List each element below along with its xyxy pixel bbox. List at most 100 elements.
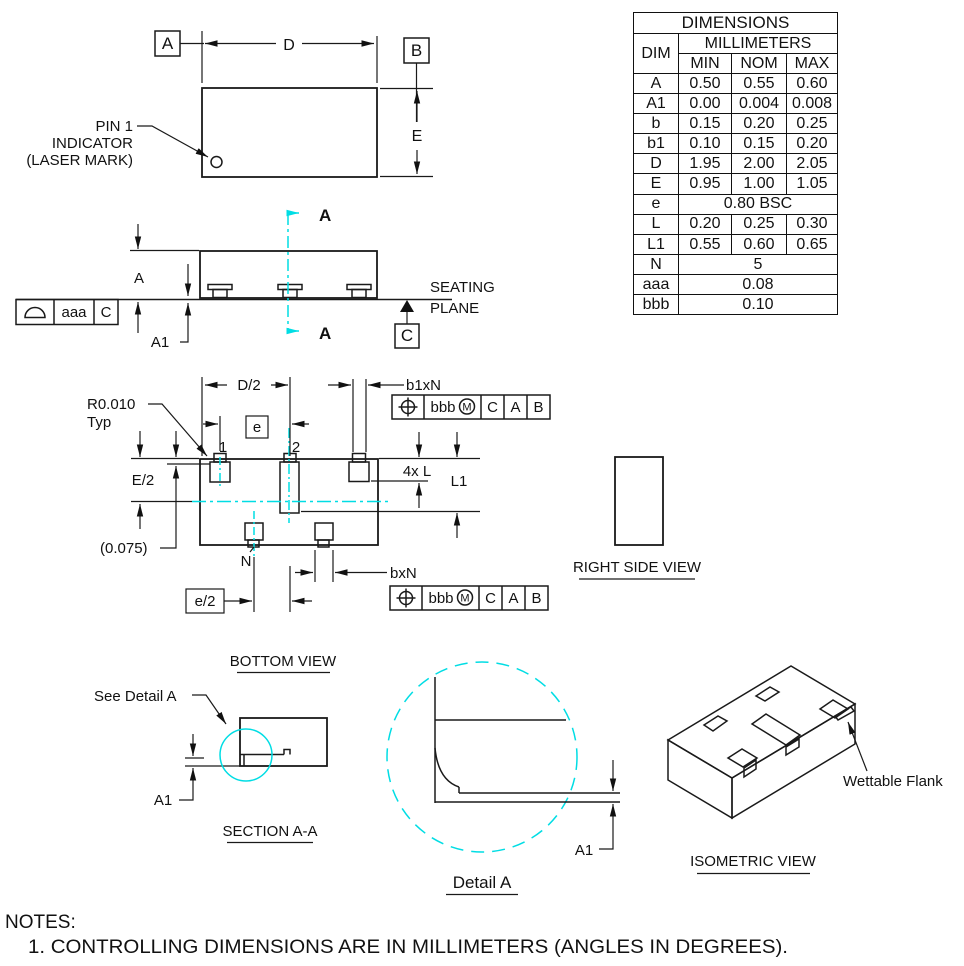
right-side-outline — [614, 456, 664, 546]
dim-a-label: A — [134, 270, 144, 287]
datum-c-box — [394, 323, 420, 349]
bottom-view: D/2 b1xN bbb M C A B R0.010 Ty — [87, 377, 551, 674]
span-cell: 0.10 — [678, 294, 838, 316]
ref-dim-label: (0.075) — [100, 540, 148, 557]
dim-cell: L1 — [633, 233, 679, 255]
position-symbol-icon — [398, 397, 418, 417]
detail-a-boundary-circle — [386, 661, 578, 853]
note-1: 1. CONTROLLING DIMENSIONS ARE IN MILLIME… — [28, 937, 788, 958]
dim-e-half-pitch-label: e/2 — [195, 593, 216, 610]
table-row: D 1.95 2.00 2.05 — [633, 153, 838, 175]
position-fcf-bottom: bbb M C A B — [389, 585, 549, 611]
fcf-datum-1: C — [487, 399, 498, 416]
pin-number-2: 2 — [292, 439, 300, 456]
pin1-indicator-mark — [210, 155, 223, 169]
max-cell: 0.60 — [786, 72, 838, 95]
dim-cell: N — [633, 253, 679, 275]
table-row: L 0.20 0.25 0.30 — [633, 213, 838, 235]
min-cell: 0.00 — [678, 93, 732, 115]
isometric-pads — [702, 686, 856, 779]
notes-heading: NOTES: — [5, 912, 76, 933]
dim-cell: L — [633, 213, 679, 235]
package-body-outline — [201, 87, 378, 178]
span-cell: 0.80 BSC — [678, 193, 838, 215]
fcf-tolerance: bbb — [428, 590, 453, 607]
right-side-view-title: RIGHT SIDE VIEW — [573, 559, 702, 576]
flatness-tolerance: aaa — [61, 304, 87, 321]
dim-cell: aaa — [633, 273, 679, 296]
detail-a-highlight-circle — [219, 728, 273, 782]
nom-cell: 0.004 — [731, 93, 787, 115]
pin1-callout-line3: (LASER MARK) — [26, 152, 133, 169]
dim-b1xn-label: b1xN — [406, 377, 441, 394]
table-row: L1 0.55 0.60 0.65 — [633, 233, 838, 255]
min-cell: 0.15 — [678, 113, 732, 135]
datum-c-triangle — [400, 300, 414, 312]
corner-radius-label-2: Typ — [87, 414, 111, 431]
table-title: DIMENSIONS — [633, 12, 838, 34]
min-cell: 1.95 — [678, 153, 732, 175]
max-cell: 1.05 — [786, 173, 838, 195]
side-view: aaa C A A1 C SEATING PLANE A A — [15, 206, 495, 351]
flatness-datum: C — [101, 304, 112, 321]
pin1-callout-line1: PIN 1 — [95, 118, 133, 135]
section-label-bottom: A — [319, 324, 331, 343]
table-units-header: MILLIMETERS — [678, 33, 838, 54]
fcf-datum-3: B — [533, 399, 543, 416]
dim-cell: A1 — [633, 93, 679, 115]
datum-b-label: B — [411, 41, 422, 60]
mmc-symbol-icon — [456, 589, 474, 606]
notes: NOTES: 1. CONTROLLING DIMENSIONS ARE IN … — [5, 912, 788, 958]
section-a-a-title: SECTION A-A — [222, 823, 317, 840]
max-cell: 0.30 — [786, 213, 838, 235]
nom-cell: 0.60 — [731, 233, 787, 255]
dim-e-half-label: E/2 — [132, 472, 155, 489]
dim-cell: A — [633, 72, 679, 95]
dim-a1-label: A1 — [154, 792, 172, 809]
corner-radius-label-1: R0.010 — [87, 396, 135, 413]
table-row: bbb 0.10 — [633, 294, 838, 316]
table-row: b 0.15 0.20 0.25 — [633, 113, 838, 135]
table-row: aaa 0.08 — [633, 273, 838, 296]
nom-cell: 0.25 — [731, 213, 787, 235]
wettable-flank-pad — [833, 706, 856, 721]
pin1-callout-line2: INDICATOR — [52, 135, 133, 152]
bottom-view-title: BOTTOM VIEW — [230, 653, 337, 670]
pitch-e-box — [245, 415, 269, 439]
max-cell: 0.65 — [786, 233, 838, 255]
isometric-view-title: ISOMETRIC VIEW — [690, 853, 817, 870]
position-symbol-icon — [396, 588, 416, 608]
table-col-max: MAX — [786, 53, 838, 74]
nom-cell: 0.15 — [731, 133, 787, 155]
position-fcf-top: bbb M C A B — [391, 394, 551, 420]
dim-cell: bbb — [633, 294, 679, 316]
right-side-view: RIGHT SIDE VIEW — [573, 456, 702, 580]
flatness-fcf: aaa C — [15, 298, 119, 326]
datum-c-label: C — [401, 326, 413, 345]
section-a-a-view: See Detail A A1 SECTION A-A — [94, 688, 328, 844]
dim-cell: b — [633, 113, 679, 135]
profile-surface-symbol-icon — [24, 306, 46, 319]
see-detail-a-label: See Detail A — [94, 688, 177, 705]
span-cell: 0.08 — [678, 273, 838, 296]
span-cell: 5 — [678, 253, 838, 275]
dim-d-half-label: D/2 — [237, 377, 260, 394]
mmc-symbol-letter: M — [462, 402, 471, 414]
dim-cell: e — [633, 193, 679, 215]
table-dim-header: DIM — [633, 33, 679, 74]
dim-cell: E — [633, 173, 679, 195]
max-cell: 2.05 — [786, 153, 838, 175]
dim-d-label: D — [283, 37, 295, 54]
mmc-symbol-icon — [458, 398, 476, 415]
fcf-tolerance: bbb — [430, 399, 455, 416]
pitch-e-label: e — [253, 419, 261, 436]
min-cell: 0.20 — [678, 213, 732, 235]
dim-a1-label: A1 — [151, 334, 169, 351]
table-col-min: MIN — [678, 53, 732, 74]
min-cell: 0.95 — [678, 173, 732, 195]
max-cell: 0.25 — [786, 113, 838, 135]
table-row: A 0.50 0.55 0.60 — [633, 72, 838, 95]
dim-a1-label: A1 — [575, 842, 593, 859]
seating-plane-label-2: PLANE — [430, 300, 479, 317]
